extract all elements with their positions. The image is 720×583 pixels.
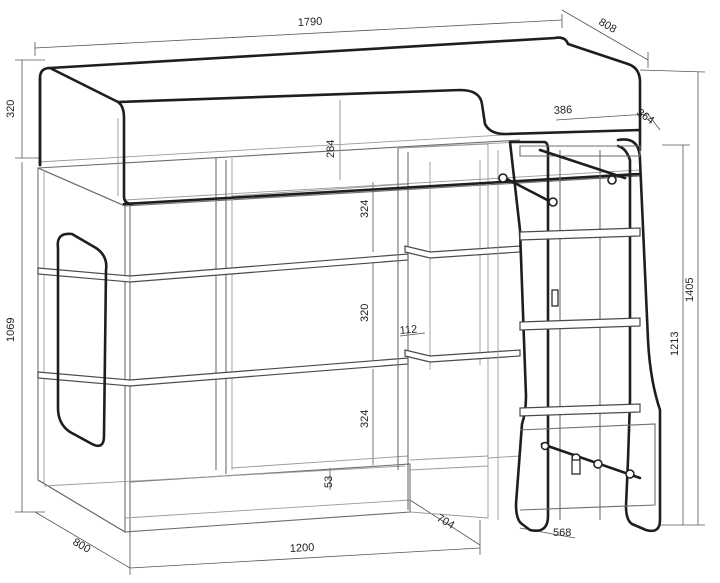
- dim-shelf-gap-bottom: 324: [359, 410, 371, 428]
- guard-rail: [38, 36, 642, 206]
- dim-ladder-top-depth: 364: [634, 107, 656, 127]
- side-window: [56, 232, 108, 448]
- dim-under-rail-gap: 284: [325, 140, 337, 158]
- desk-cabinet: [397, 141, 521, 520]
- dim-base-length: 1200: [290, 542, 315, 555]
- dim-ladder-height: 1213: [669, 332, 681, 356]
- dim-base-depth: 800: [71, 536, 93, 556]
- bed-frame-outline: [37, 100, 641, 536]
- dim-plinth: 53: [323, 476, 335, 488]
- dim-total-height: 1405: [684, 278, 696, 302]
- dim-shelf-gap-middle: 320: [359, 304, 371, 322]
- dim-depth: 808: [597, 16, 619, 36]
- dim-side-height: 1069: [5, 318, 17, 342]
- dim-shelf-gap-top: 324: [359, 200, 371, 218]
- dim-ladder-top-width: 386: [554, 104, 573, 117]
- dim-ladder-width: 568: [553, 527, 571, 539]
- dim-desk-depth: 112: [399, 324, 418, 337]
- dim-rail-height: 320: [5, 100, 17, 118]
- dim-total-length: 1790: [298, 16, 323, 29]
- ladder: [498, 138, 662, 533]
